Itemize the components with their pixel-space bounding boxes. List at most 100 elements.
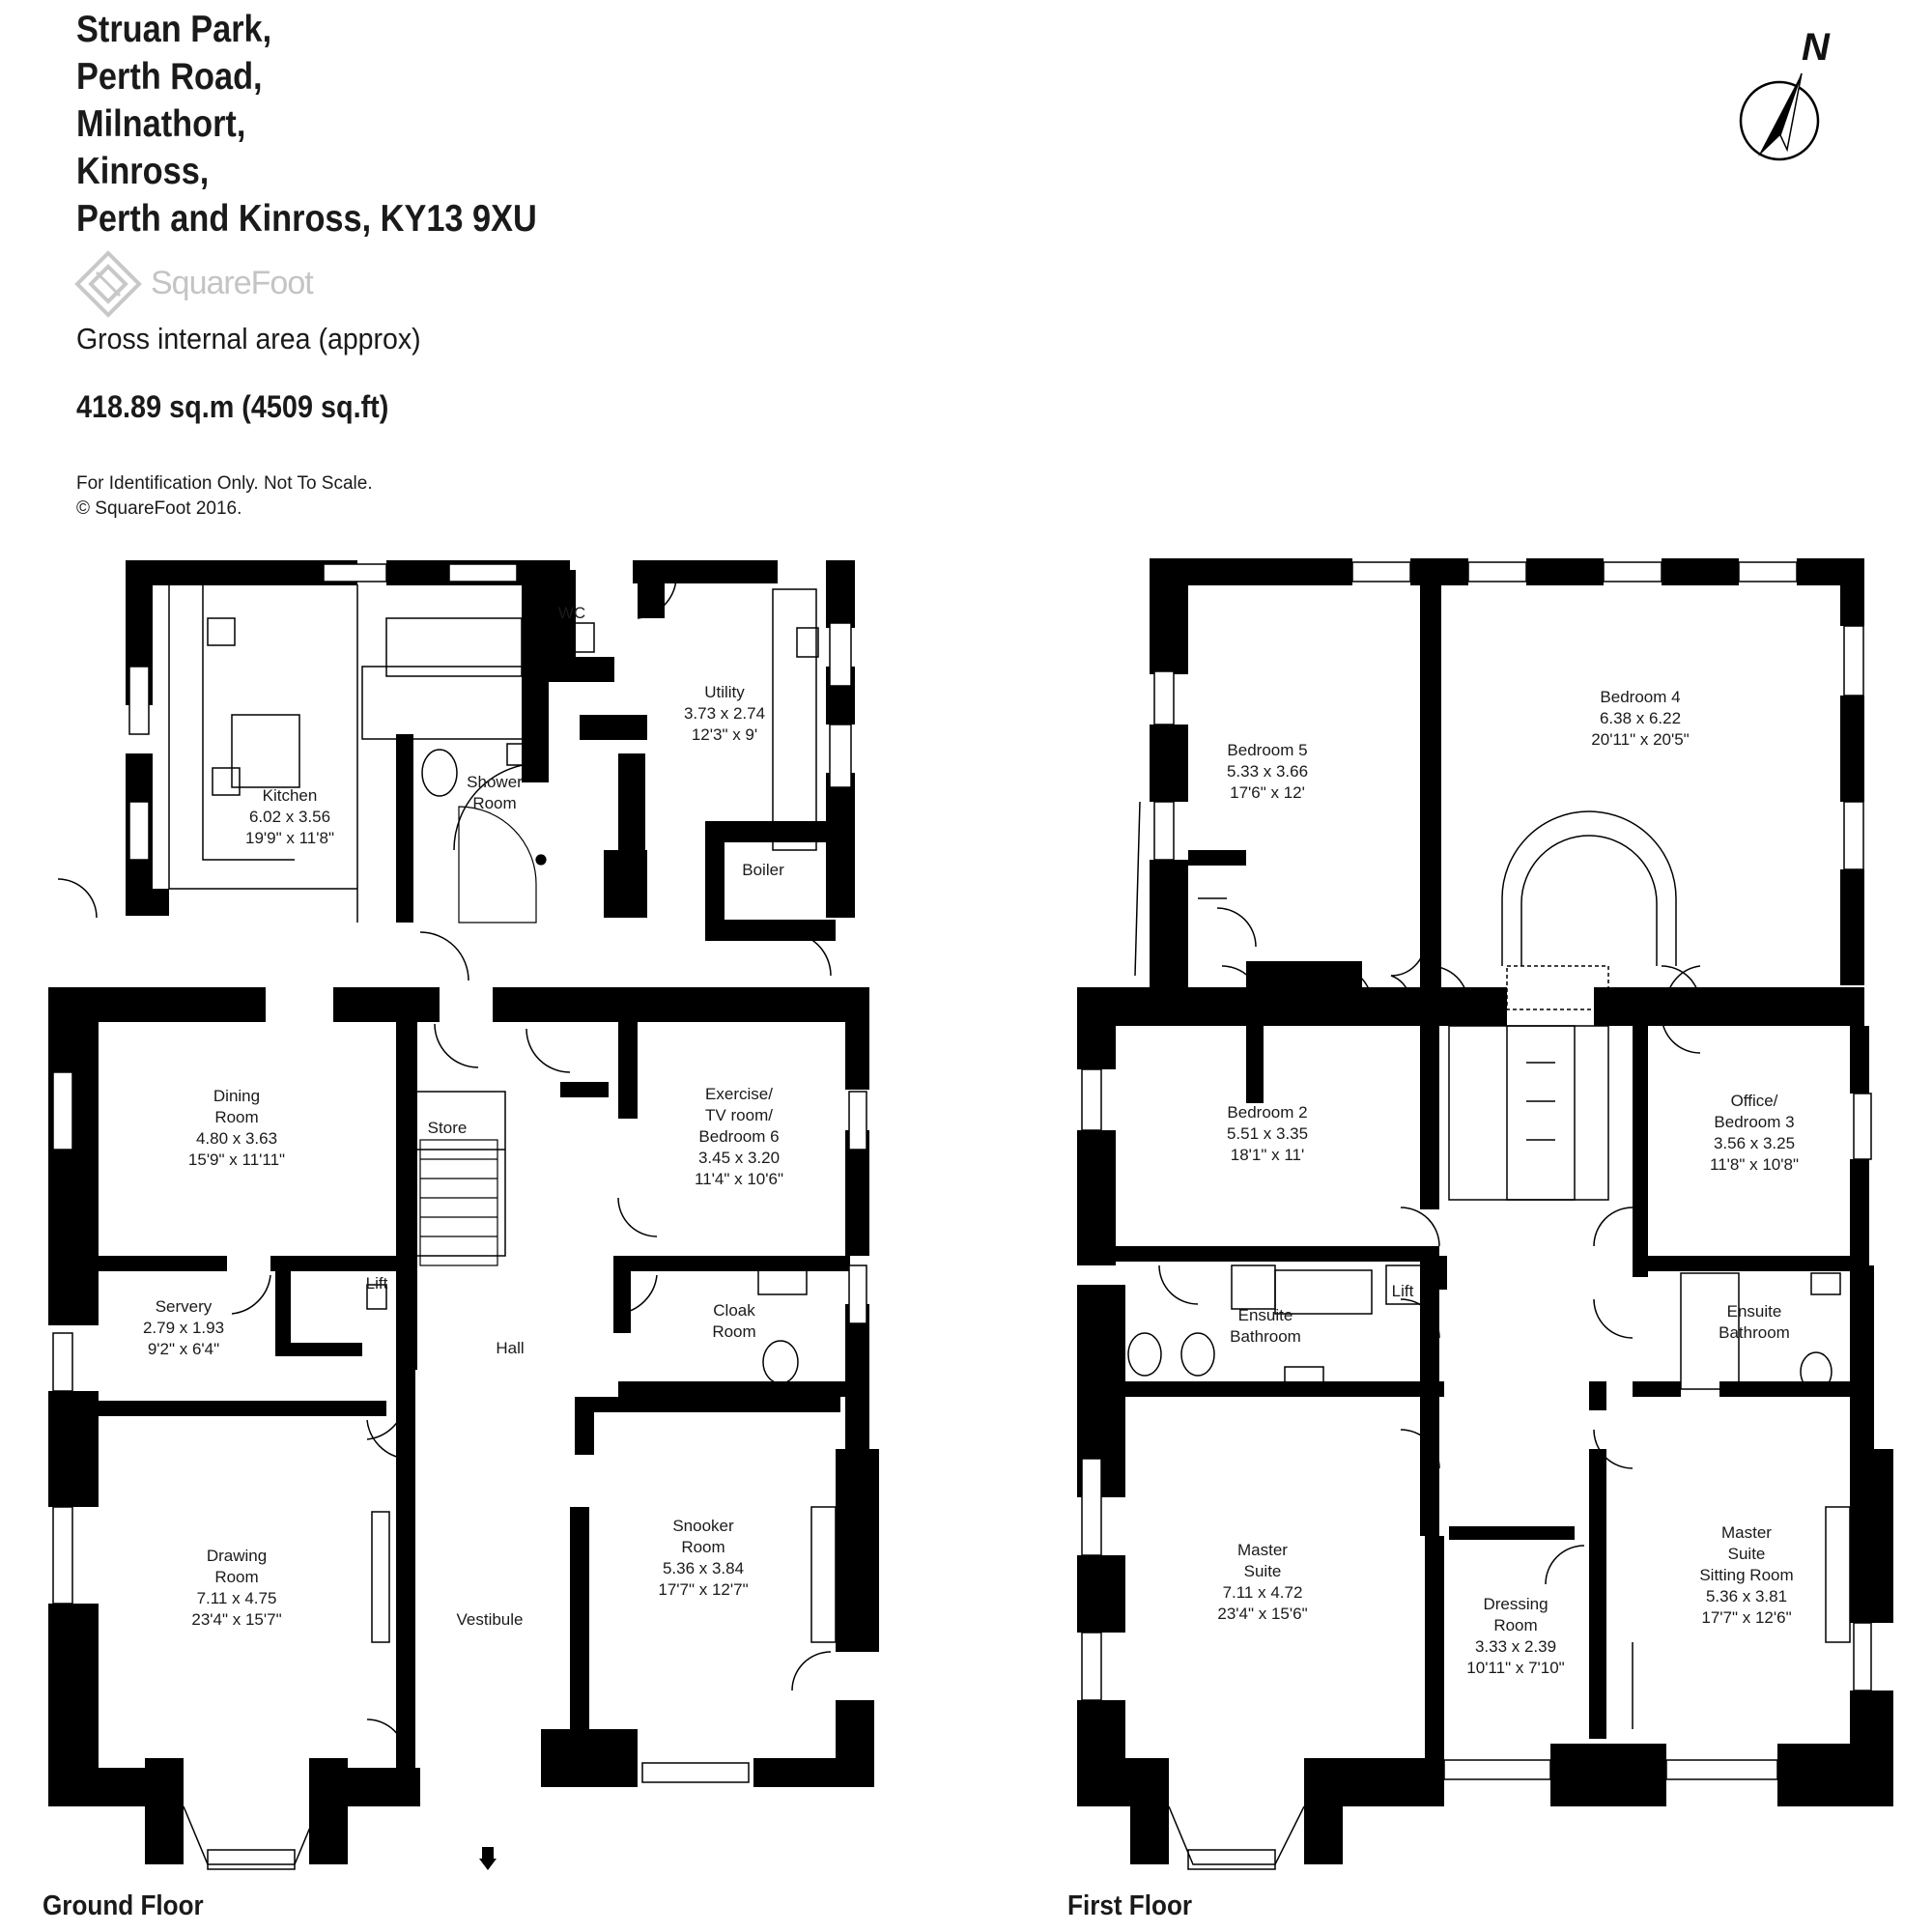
room-label: Store	[428, 1119, 468, 1137]
room-label: Hall	[496, 1339, 524, 1357]
room-label-line: Suite	[1244, 1562, 1282, 1580]
room-label-line: Master	[1721, 1523, 1772, 1542]
room-label-line: Room	[472, 794, 516, 812]
compass-north-label: N	[1802, 26, 1831, 69]
room-label-line: Snooker	[672, 1517, 734, 1535]
room-label-line: 4.80 x 3.63	[196, 1129, 277, 1148]
room-label-line: Master	[1237, 1541, 1288, 1559]
room-label-line: 19'9" x 11'8"	[245, 829, 334, 847]
room-label-line: Dressing	[1483, 1595, 1548, 1613]
room-label-line: Lift	[1392, 1282, 1414, 1300]
room-label-line: 6.38 x 6.22	[1600, 709, 1681, 727]
room-label-line: Store	[428, 1119, 468, 1137]
area-value: 418.89 sq.m (4509 sq.ft)	[76, 389, 389, 424]
room-label-line: Bedroom 5	[1227, 741, 1307, 759]
ground-floor-plan	[48, 560, 879, 1870]
room-label-line: Office/	[1731, 1092, 1778, 1110]
room-label-line: WC	[558, 604, 585, 622]
room-label-line: 23'4" x 15'6"	[1217, 1605, 1307, 1623]
address-line: Perth Road,	[76, 56, 263, 98]
disclaimer: For Identification Only. Not To Scale. ©…	[76, 471, 373, 522]
room-label-line: 12'3" x 9'	[692, 725, 757, 744]
compass-rose-icon: N	[1739, 26, 1831, 161]
address-line: Perth and Kinross, KY13 9XU	[76, 198, 537, 240]
area-label: Gross internal area (approx)	[76, 322, 421, 355]
room-label-line: 3.33 x 2.39	[1475, 1637, 1556, 1656]
address-line: Struan Park,	[76, 9, 272, 50]
room-label: WC	[558, 604, 585, 622]
room-label-line: 7.11 x 4.72	[1223, 1583, 1303, 1602]
room-label-line: Ensuite	[1727, 1302, 1782, 1321]
room-label-line: Drawing	[207, 1547, 267, 1565]
entrance-arrow-icon	[479, 1847, 497, 1870]
first-floor-doors	[1158, 907, 1701, 1729]
room-label-line: 15'9" x 11'11"	[188, 1151, 285, 1169]
room-label-line: 23'4" x 15'7"	[191, 1610, 281, 1629]
room-label-line: 6.02 x 3.56	[249, 808, 330, 826]
room-label-line: Bathroom	[1230, 1327, 1301, 1346]
room-label-line: Suite	[1728, 1545, 1766, 1563]
first-floor-plan	[1077, 558, 1893, 1870]
room-label-line: Vestibule	[457, 1610, 524, 1629]
room-label-line: 11'4" x 10'6"	[695, 1170, 783, 1188]
brand-name: SquareFoot	[151, 265, 314, 301]
room-label-line: Room	[1493, 1616, 1537, 1634]
ground-floor-stairs	[419, 806, 547, 1266]
room-label: Boiler	[742, 861, 784, 879]
room-label-line: 7.11 x 4.75	[197, 1589, 277, 1607]
room-label-line: 10'11" x 7'10"	[1466, 1659, 1564, 1677]
room-label-line: Shower	[467, 773, 523, 791]
room-label-line: 18'1" x 11'	[1231, 1146, 1304, 1164]
first-floor-label: First Floor	[1067, 1890, 1193, 1921]
room-label-line: 20'11" x 20'5"	[1591, 730, 1689, 749]
room-label-line: Lift	[366, 1274, 388, 1293]
room-label: Bedroom 5 5.33 x 3.66 17'6" x 12'	[1227, 741, 1308, 802]
squarefoot-logo: SquareFoot	[77, 253, 348, 313]
room-label-line: Kitchen	[263, 786, 318, 805]
ground-floor-room-labels: Kitchen 6.02 x 3.56 19'9" x 11'8" WC Utility…	[143, 604, 784, 1629]
squarefoot-logo-icon	[74, 250, 142, 318]
room-label-line: 5.36 x 3.81	[1706, 1587, 1787, 1605]
room-label-line: 11'8" x 10'8"	[1710, 1155, 1799, 1174]
ground-floor-walls	[48, 560, 879, 1864]
ground-floor-label: Ground Floor	[43, 1890, 204, 1921]
room-label: Lift	[1392, 1282, 1414, 1300]
room-label-line: 5.33 x 3.66	[1227, 762, 1308, 781]
room-label-line: Boiler	[742, 861, 784, 879]
room-label-line: Dining	[213, 1087, 260, 1105]
room-label-line: 3.45 x 3.20	[698, 1149, 780, 1167]
disclaimer-line: For Identification Only. Not To Scale.	[76, 473, 373, 494]
room-label-line: 17'6" x 12'	[1230, 783, 1305, 802]
room-label-line: 2.79 x 1.93	[143, 1319, 224, 1337]
room-label-line: Cloak	[713, 1301, 755, 1320]
first-floor-room-labels: Bedroom 5 5.33 x 3.66 17'6" x 12' Bedroom 4…	[1217, 688, 1799, 1677]
room-label: Bedroom 4 6.38 x 6.22 20'11" x 20'5"	[1591, 688, 1689, 749]
room-label-line: Hall	[496, 1339, 524, 1357]
room-label-line: Bathroom	[1719, 1323, 1790, 1342]
room-label-line: Ensuite	[1238, 1306, 1293, 1324]
room-label-line: Bedroom 2	[1227, 1103, 1307, 1122]
property-address: Struan Park, Perth Road, Milnathort, Kin…	[76, 6, 537, 242]
first-floor-windows	[1081, 561, 1872, 1870]
address-line: Milnathort,	[76, 103, 246, 145]
ground-floor-doors	[57, 579, 832, 1759]
room-label-line: Exercise/	[705, 1085, 773, 1103]
room-label-line: Bedroom 4	[1600, 688, 1680, 706]
disclaimer-line: © SquareFoot 2016.	[76, 498, 242, 519]
room-label-line: Utility	[704, 683, 745, 701]
room-label: Kitchen 6.02 x 3.56 19'9" x 11'8"	[245, 786, 334, 847]
ground-floor-fixtures	[168, 584, 837, 1865]
